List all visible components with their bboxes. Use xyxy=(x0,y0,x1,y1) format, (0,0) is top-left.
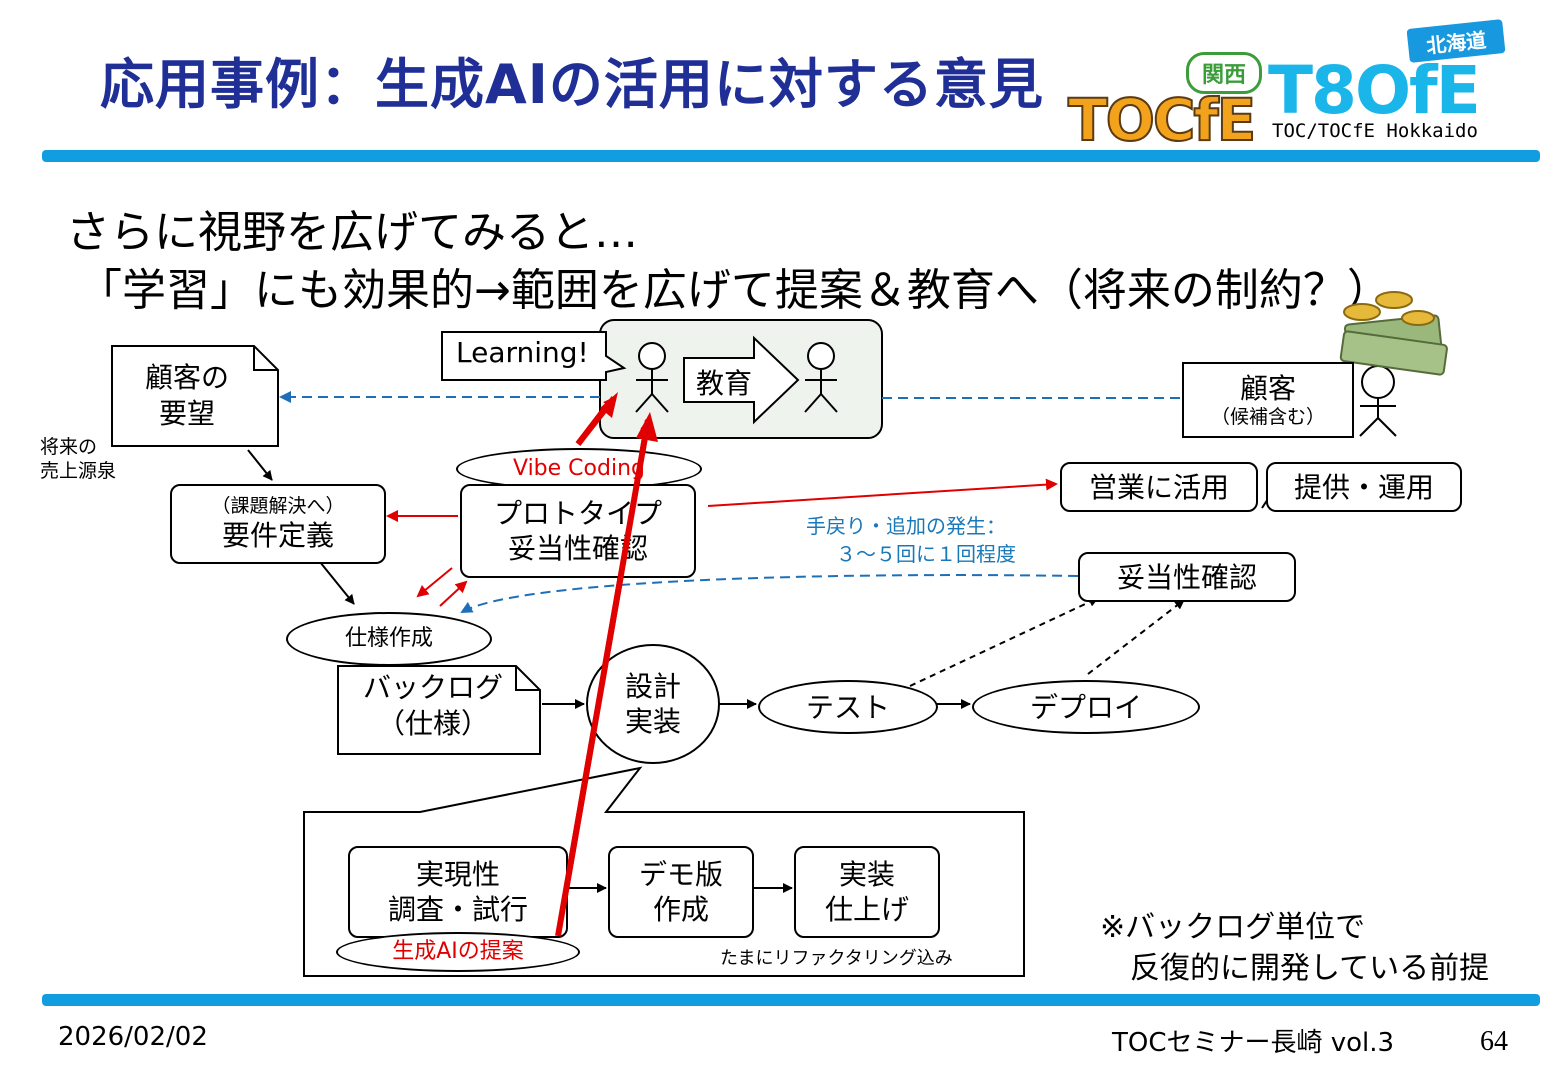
intro-line-1: さらに視野を広げてみると… xyxy=(66,207,638,258)
requirements-line-1: （課題解決へ） xyxy=(211,494,345,517)
refactoring-note: たまにリファクタリング込み xyxy=(720,948,953,969)
rework-note-line-2: ３～５回に１回程度 xyxy=(836,542,1016,566)
customer-line-1: 顧客 xyxy=(1239,371,1296,405)
date-label: 2026/02/02 xyxy=(58,1022,208,1052)
learning-callout-text: Learning! xyxy=(456,336,589,369)
prototype-box: プロトタイプ 妥当性確認 xyxy=(460,484,696,578)
requirements-line-2: 要件定義 xyxy=(221,519,334,553)
money-stack-icon xyxy=(1339,291,1448,376)
student-figure xyxy=(804,342,838,413)
design-line-1: 設計 xyxy=(624,670,681,703)
backlog-line-1: バックログ xyxy=(362,671,503,704)
education-arrow-label: 教育 xyxy=(696,367,753,400)
design-impl-ellipse: 設計 実装 xyxy=(586,644,720,764)
slide-title: 応用事例：生成AIの活用に対する意見 xyxy=(100,53,1044,116)
backlog-note-line-1: ※バックログ単位で xyxy=(1100,910,1366,945)
learning-callout-shape xyxy=(441,331,627,381)
learner-figure xyxy=(635,342,669,413)
rework-note: 手戻り・追加の発生： ３～５回に１回程度 xyxy=(806,512,1016,568)
future-revenue-line-1: 将来の xyxy=(40,436,98,458)
provide-operate-box: 提供・運用 xyxy=(1266,462,1462,512)
backlog-text: バックログ （仕様） xyxy=(338,670,528,743)
customer-request-shape xyxy=(111,345,279,447)
top-divider xyxy=(42,150,1540,162)
rework-note-line-1: 手戻り・追加の発生： xyxy=(806,514,1006,538)
demo-line-1: デモ版 xyxy=(638,858,723,891)
demo-line-2: 作成 xyxy=(652,893,709,926)
bottom-divider xyxy=(42,994,1540,1006)
backlog-note: ※バックログ単位で 反復的に開発している前提 xyxy=(1100,908,1489,989)
impl-finish-box: 実装 仕上げ xyxy=(794,846,940,938)
prototype-line-2: 妥当性確認 xyxy=(507,532,648,565)
page-number: 64 xyxy=(1480,1026,1508,1057)
backlog-line-2: （仕様） xyxy=(376,707,489,741)
feasibility-line-2: 調査・試行 xyxy=(387,893,528,926)
impl-line-1: 実装 xyxy=(838,858,895,891)
backlog-shape xyxy=(337,665,541,755)
genai-proposal-ellipse: 生成AIの提案 xyxy=(336,932,580,972)
requirements-box: （課題解決へ） 要件定義 xyxy=(170,484,386,564)
customer-figure xyxy=(1359,365,1397,437)
feasibility-line-1: 実現性 xyxy=(415,858,500,891)
test-ellipse: テスト xyxy=(758,680,938,734)
tocfe-hokkaido-logo: 北海道 T8OfE TOC/TOCfE Hokkaido xyxy=(1268,18,1540,146)
kansai-badge: 関西 xyxy=(1186,52,1262,94)
customer-request-line-1: 顧客の xyxy=(144,361,229,394)
prototype-line-1: プロトタイプ xyxy=(493,497,662,530)
prototype-to-sales-arrow xyxy=(707,478,1058,507)
deploy-ellipse: デプロイ xyxy=(972,680,1200,734)
future-revenue-note: 将来の 売上源泉 xyxy=(40,436,116,484)
customer-request-line-2: 要望 xyxy=(158,397,215,431)
customer-line-2: （候補含む） xyxy=(1210,405,1325,428)
sales-use-box: 営業に活用 xyxy=(1060,462,1258,512)
footer-center: TOCセミナー長崎 vol.3 xyxy=(1112,1028,1395,1058)
intro-line-2: 「学習」にも効果的→範囲を広げて提案＆教育へ（将来の制約？） xyxy=(78,265,1391,316)
feasibility-box: 実現性 調査・試行 xyxy=(348,846,568,938)
customer-request-text: 顧客の 要望 xyxy=(112,360,262,433)
hokkaido-logo-text: T8OfE xyxy=(1268,52,1481,129)
impl-line-2: 仕上げ xyxy=(824,893,909,926)
education-arrow-shape xyxy=(683,335,800,425)
backlog-note-line-2: 反復的に開発している前提 xyxy=(1130,950,1490,986)
demo-box: デモ版 作成 xyxy=(608,846,754,938)
future-revenue-line-2: 売上源泉 xyxy=(40,459,117,482)
customer-box: 顧客 （候補含む） xyxy=(1182,362,1354,438)
tocfe-kansai-logo: 関西 TOCfE xyxy=(1067,52,1264,155)
spec-creation-ellipse: 仕様作成 xyxy=(286,612,492,666)
validation-box: 妥当性確認 xyxy=(1078,552,1296,602)
kansai-logo-text: TOCfE xyxy=(1067,85,1257,155)
rework-dash xyxy=(460,574,1079,613)
design-line-2: 実装 xyxy=(624,705,681,738)
hokkaido-caption: TOC/TOCfE Hokkaido xyxy=(1272,120,1478,142)
